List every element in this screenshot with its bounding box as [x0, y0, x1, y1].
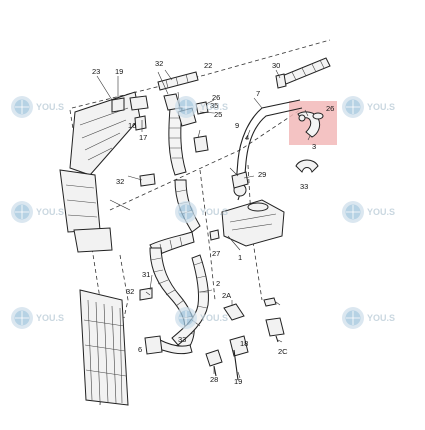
- callout-17: 17: [139, 133, 147, 142]
- globe-lines-icon: [179, 311, 193, 325]
- globe-lines-icon: [15, 311, 29, 325]
- callout-19-bottom: 19: [234, 377, 242, 386]
- callout-18: 18: [240, 339, 248, 348]
- watermark-brand-text: YOU.S: [36, 207, 64, 217]
- callout-4: 4: [245, 133, 249, 142]
- callout-33: 33: [300, 182, 308, 191]
- watermark-brand-text: YOU.S: [200, 207, 228, 217]
- callout-32-top: 32: [155, 59, 163, 68]
- watermark-brand-text: YOU.S: [200, 102, 228, 112]
- callout-32-left: 32: [116, 177, 124, 186]
- watermark-brand-text: YOU.S: [36, 313, 64, 323]
- watermark-brand-text: YOU.S: [200, 313, 228, 323]
- callout-labels: 23 19 30 7 26 32 22 35 26 25 16 17 9 4 3…: [92, 59, 334, 386]
- watermark-9: YOU.S: [342, 307, 395, 329]
- watermark-8: YOU.S: [175, 307, 228, 329]
- callout-9: 9: [235, 121, 239, 130]
- callout-2: 2: [216, 279, 220, 288]
- callout-6: 6: [138, 345, 142, 354]
- watermark-1: YOU.S: [11, 96, 64, 118]
- callout-16: 16: [128, 121, 136, 130]
- watermark-brand-text: YOU.S: [367, 207, 395, 217]
- globe-lines-icon: [346, 100, 360, 114]
- watermark-3: YOU.S: [342, 96, 395, 118]
- watermark-brand-text: YOU.S: [36, 102, 64, 112]
- callout-2A: 2A: [222, 291, 231, 300]
- callout-31: 31: [142, 270, 150, 279]
- callout-7: 7: [256, 89, 260, 98]
- callout-1: 1: [238, 253, 242, 262]
- callout-30: 30: [272, 61, 280, 70]
- watermark-7: YOU.S: [11, 307, 64, 329]
- globe-lines-icon: [15, 205, 29, 219]
- callout-2C: 2C: [278, 347, 288, 356]
- callout-29: 29: [258, 170, 266, 179]
- callout-23: 23: [92, 67, 100, 76]
- hose-bottom-right: [144, 335, 193, 355]
- callout-26-highlight: 26: [326, 104, 334, 113]
- callout-26-middle: 26: [212, 93, 220, 102]
- part-26-hose: [297, 111, 324, 138]
- globe-lines-icon: [346, 311, 360, 325]
- clamp-33: [295, 159, 319, 173]
- globe-lines-icon: [179, 100, 193, 114]
- globe-lines-icon: [179, 205, 193, 219]
- leader-lines: [96, 69, 311, 379]
- watermark-brand-text: YOU.S: [367, 102, 395, 112]
- watermark-4: YOU.S: [11, 201, 64, 223]
- watermark-5: YOU.S: [175, 201, 228, 223]
- callout-19-top: 19: [115, 67, 123, 76]
- callout-27: 27: [212, 249, 220, 258]
- watermark-layer: YOU.S YOU.S YOU.S YOU.S YOU.S YOU.S YOU.S YOU.S…: [11, 96, 395, 329]
- watermark-brand-text: YOU.S: [367, 313, 395, 323]
- callout-32-lower: 32: [126, 287, 134, 296]
- globe-lines-icon: [15, 100, 29, 114]
- hose-lower: [149, 247, 209, 353]
- globe-lines-icon: [346, 205, 360, 219]
- watermark-2: YOU.S: [175, 96, 228, 118]
- callout-25: 25: [214, 110, 222, 119]
- callout-3: 3: [312, 142, 316, 151]
- radiator: [79, 289, 129, 406]
- expansion-tank: [221, 181, 285, 247]
- callout-28: 28: [210, 375, 218, 384]
- watermark-6: YOU.S: [342, 201, 395, 223]
- callout-35: 35: [210, 101, 218, 110]
- callout-22: 22: [204, 61, 212, 70]
- callout-33-bottom: 33: [178, 335, 186, 344]
- hose-top-middle: [157, 71, 199, 91]
- engine-block: [59, 91, 141, 253]
- hose-top-right: [275, 57, 331, 89]
